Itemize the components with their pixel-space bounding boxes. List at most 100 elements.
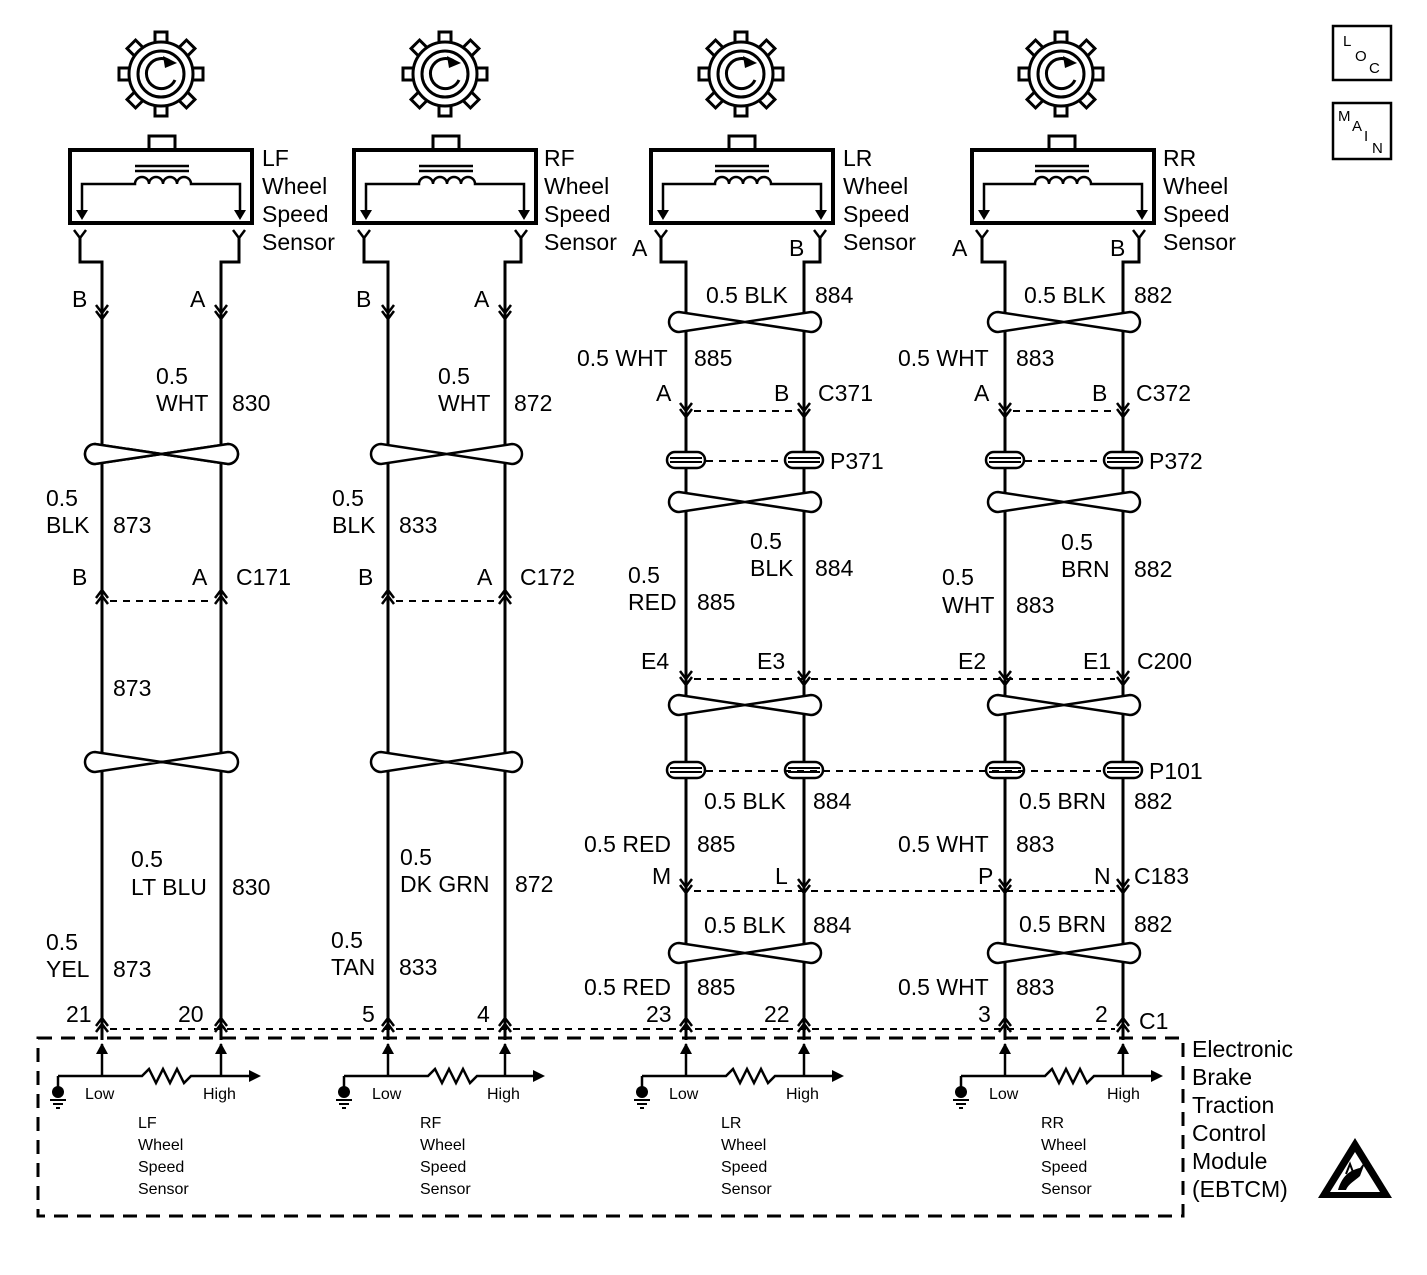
lr-input-arrow — [798, 1043, 810, 1054]
p101-splice — [665, 760, 707, 780]
module-input-lr: Low High LR Wheel Speed Sensor — [669, 1086, 819, 1198]
lr-sensor-label: LR Wheel Speed Sensor A B — [632, 145, 916, 261]
lf-sensor-connector-pin — [95, 304, 109, 322]
lr-884-mid-circuit: 884 — [815, 555, 854, 581]
rf-833-gauge: 0.5 — [332, 485, 364, 511]
module-input-lf: Low High LF Wheel Speed Sensor — [85, 1086, 236, 1198]
lr-rotation-arrow — [724, 57, 757, 90]
c200-pin-e4: E4 — [641, 648, 669, 674]
rr-splice-body — [1102, 450, 1144, 470]
loc-icon-c: C — [1369, 60, 1380, 77]
rr-883-bottom-circuit: 883 — [1016, 974, 1054, 1000]
rr-module-pin-2: 2 — [1095, 1001, 1108, 1027]
rr-splice-body — [984, 450, 1026, 470]
rr-module-input-circuit — [953, 1043, 1163, 1109]
lf-module-pin-21: 21 — [66, 1001, 92, 1027]
lf-873-bottom-circuit: 873 — [113, 956, 151, 982]
lf-ground-dot — [52, 1086, 64, 1098]
lr-high-label: High — [786, 1086, 819, 1103]
rr-tone-wheel-icon — [1017, 30, 1105, 118]
rf-pigtail-right — [503, 238, 523, 300]
rf-input-label-2: Wheel — [420, 1137, 465, 1154]
ebtcm-module-box — [36, 1036, 1185, 1218]
lr-885-bottom-circuit: 885 — [697, 974, 735, 1000]
ebtcm-name-6: (EBTCM) — [1192, 1176, 1288, 1202]
lf-rotation-arrowhead — [163, 56, 177, 68]
rf-winding — [364, 175, 526, 215]
ebtcm-name-4: Control — [1192, 1120, 1266, 1146]
rr-sensor-label-4: Sensor — [1163, 229, 1236, 255]
lr-splice — [665, 450, 707, 470]
lr-884-circuit: 884 — [815, 282, 854, 308]
c183-pin-p: P — [978, 863, 993, 889]
lr-input-label-4: Sensor — [721, 1181, 772, 1198]
lr-sensor-label-3: Speed — [843, 201, 910, 227]
ebtcm-name-2: Brake — [1192, 1064, 1252, 1090]
lr-twist-mid — [667, 490, 823, 514]
rr-sensor-label: RR Wheel Speed Sensor A B — [952, 145, 1236, 261]
rr-splice — [1102, 450, 1144, 470]
lr-sensor-assembly — [649, 30, 835, 241]
c183-pin-m: M — [652, 863, 671, 889]
lr-splice — [783, 450, 825, 470]
lr-885-bottom-label: 0.5 RED — [584, 974, 671, 1000]
lr-885-mid-gauge: 0.5 — [628, 562, 660, 588]
lr-sensor-body — [649, 148, 835, 225]
c183-pin — [1116, 878, 1130, 896]
lr-884-bottom-label: 0.5 BLK — [704, 912, 786, 938]
main-icon[interactable]: M A I N — [1331, 101, 1393, 161]
rr-winding — [982, 175, 1144, 215]
p101-splice — [1102, 760, 1144, 780]
lr-sensor-terminal — [813, 229, 827, 241]
lf-873-bottom-gauge: 0.5 — [46, 929, 78, 955]
ebtcm-name: Electronic Brake Traction Control Module… — [1192, 1036, 1293, 1202]
lr-sensor-label-1: LR — [843, 145, 872, 171]
rf-twist-lower — [369, 750, 524, 774]
rr-882-circuit: 882 — [1134, 282, 1172, 308]
lr-input-arrow — [680, 1043, 692, 1054]
lf-873-color: BLK — [46, 512, 90, 538]
rf-sensor-label-2: Wheel — [544, 173, 609, 199]
p101-splice-body — [665, 760, 707, 780]
lr-twist-top — [667, 310, 823, 334]
lr-884-p101-label: 0.5 BLK — [704, 788, 786, 814]
c183-label: C183 — [1134, 863, 1189, 889]
sensor-assemblies — [68, 30, 1156, 241]
main-icon-i: I — [1364, 128, 1368, 145]
ebtcm-name-5: Module — [1192, 1148, 1267, 1174]
lf-sensor-body — [68, 148, 254, 225]
rr-input-label-2: Wheel — [1041, 1137, 1086, 1154]
main-icon-m: M — [1338, 108, 1351, 125]
loc-icon[interactable]: L O C — [1331, 24, 1393, 82]
rf-twist-upper — [369, 442, 524, 466]
rr-rotation-arrow — [1044, 57, 1077, 90]
rr-terminal-arrow — [978, 210, 990, 220]
lf-sensor-tab — [147, 134, 177, 152]
c1-pin — [95, 1015, 109, 1033]
rf-sensor-body — [352, 148, 538, 225]
lr-low-label: Low — [669, 1086, 699, 1103]
lr-884-mid-color: BLK — [750, 555, 794, 581]
rr-high-label: High — [1107, 1086, 1140, 1103]
rf-twist — [83, 442, 240, 466]
rf-833-color: BLK — [332, 512, 376, 538]
rr-sensor-term-b: B — [1110, 235, 1125, 261]
rr-882-mid-color: BRN — [1061, 556, 1110, 582]
rr-twist-c200 — [986, 693, 1142, 717]
rf-high-label: High — [487, 1086, 520, 1103]
c172-pin — [381, 587, 395, 605]
lf-input-label-1: LF — [138, 1115, 157, 1132]
rf-sensor-label-1: RF — [544, 145, 575, 171]
lf-830-gauge: 0.5 — [156, 363, 188, 389]
lf-830-bottom-gauge: 0.5 — [131, 846, 163, 872]
lf-rotation-arrow — [144, 57, 177, 90]
c1-pin — [1116, 1015, 1130, 1033]
lr-sensor-label-4: Sensor — [843, 229, 916, 255]
lf-ground-icon — [50, 1076, 66, 1109]
lf-873-mid-circuit: 873 — [113, 675, 151, 701]
rf-872-bottom-color: DK GRN — [400, 871, 489, 897]
p101-label: P101 — [1149, 758, 1203, 784]
rf-tone-wheel-icon — [401, 30, 489, 118]
rr-pigtail-left — [980, 238, 1007, 300]
